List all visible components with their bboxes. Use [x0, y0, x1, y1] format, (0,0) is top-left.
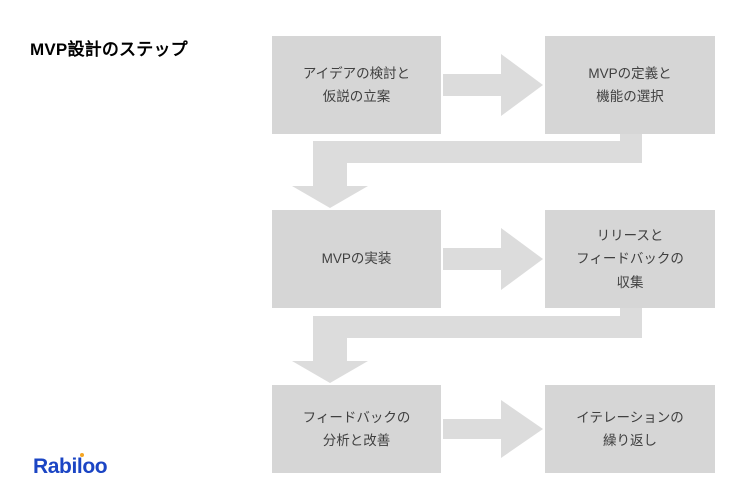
flow-node-step4[interactable]: リリースと フィードバックの 収集 [545, 210, 715, 308]
flow-node-step1[interactable]: アイデアの検討と 仮説の立案 [272, 36, 441, 134]
flow-node-step2[interactable]: MVPの定義と 機能の選択 [545, 36, 715, 134]
flow-node-step6[interactable]: イテレーションの 繰り返し [545, 385, 715, 473]
logo-text-part-b: loo [76, 455, 108, 478]
arrow-step3-to-step4 [443, 228, 543, 290]
page-title: MVP設計のステップ [30, 40, 188, 59]
logo-dot-icon [79, 452, 85, 458]
arrow-step5-to-step6 [443, 400, 543, 458]
arrow-step1-to-step2 [443, 54, 543, 116]
rabiloo-logo: Rabiloo [33, 452, 108, 478]
logo-text-part-i: i [71, 455, 77, 478]
flow-node-step5[interactable]: フィードバックの 分析と改善 [272, 385, 441, 473]
flow-node-step3[interactable]: MVPの実装 [272, 210, 441, 308]
logo-text-part-a: Rab [33, 455, 72, 478]
arrow-step4-to-step5 [292, 308, 642, 383]
arrow-step2-to-step3 [292, 134, 642, 208]
